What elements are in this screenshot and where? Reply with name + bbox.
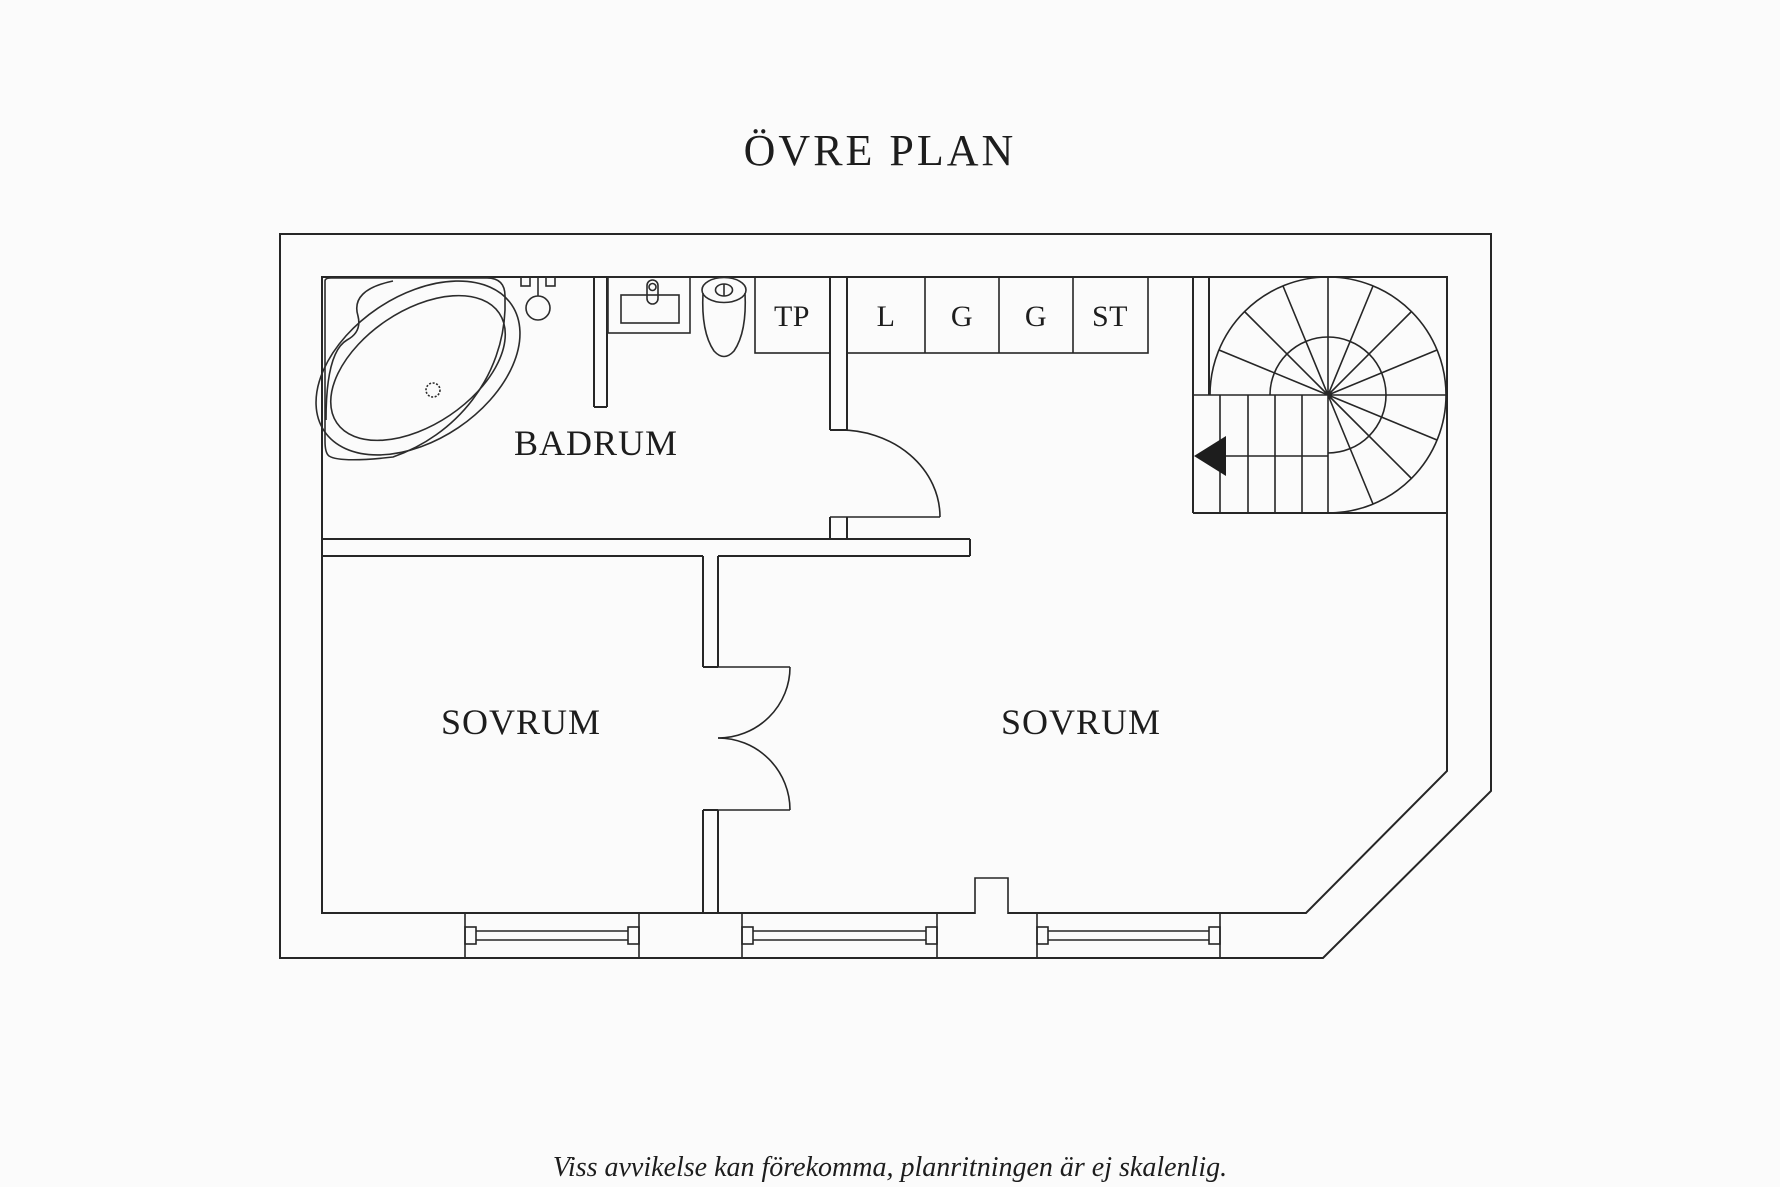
room-label-bathroom: BADRUM [514,423,678,463]
stair-direction-arrow-icon [1194,436,1226,476]
bedroom-double-door [717,666,791,811]
sink-basin [620,294,680,324]
closet-label-st: ST [1092,300,1128,333]
shower-head [525,295,551,321]
double-door-upper-leaf [717,666,791,739]
bathroom-bottom-wall [322,538,971,557]
page-title: ÖVRE PLAN [744,126,1017,175]
bathroom-door-stub [829,517,848,539]
closet-label-tp: TP [774,300,810,333]
sink-faucet-handle [648,282,657,292]
window-right [1036,913,1221,957]
sink-icon [607,276,691,334]
window-left-jamb-lines [464,913,640,957]
closet-label-g2: G [1025,300,1047,333]
window-middle-jamb-lines [741,913,938,957]
window-middle-endblock-a [741,926,754,945]
bathtub-basin-outer [315,280,521,456]
bathtub-drain [425,382,441,398]
window-middle-glazing [753,930,926,941]
shower-partition-wall [593,277,608,408]
bathroom-door [830,429,941,518]
outer-wall-outline [279,233,1492,959]
bathtub-rim-curve [325,280,394,421]
closet-row: TP L G G ST [754,276,1149,354]
sink-counter [607,276,691,334]
closet-dividers [924,277,1074,353]
toilet-tank [701,276,747,304]
window-left-endblock-b [627,926,640,945]
shower-icon [520,276,556,321]
stair-outer-arc [1209,276,1447,514]
window-left-endblock-a [464,926,477,945]
shower-valve-left [520,276,531,287]
window-middle [741,913,938,957]
bathroom-east-wall [829,277,848,431]
spiral-staircase [1193,276,1447,514]
window-right-glazing [1048,930,1209,941]
closet-tp-box [754,276,831,354]
closet-label-g1: G [951,300,973,333]
window-right-jamb-lines [1036,913,1221,957]
closet-group-box [846,276,1149,354]
bathroom-door-swing-arc [837,429,941,518]
bedroom-divider-wall [702,556,719,913]
toilet-icon [701,276,747,358]
interior-walls [322,277,1447,913]
window-right-endblock-b [1208,926,1221,945]
double-door-lower-leaf [717,737,791,811]
window-middle-endblock-b [925,926,938,945]
bathtub-basin-inner [329,294,507,442]
window-right-endblock-a [1036,926,1049,945]
room-label-bedroom-left: SOVRUM [441,702,601,742]
windows [464,913,1221,957]
bathtub-outline [324,277,506,461]
inner-wall-outline [321,276,1448,914]
toilet-bowl [701,292,747,358]
closet-label-l: L [877,300,896,333]
shower-valve-right [545,276,556,287]
sink-faucet [646,279,659,305]
window-left [464,913,640,957]
wall-duct-stub [974,877,1009,914]
window-left-glazing [476,930,628,941]
disclaimer-text: Viss avvikelse kan förekomma, planritnin… [553,1152,1227,1183]
bathtub-icon [315,277,521,461]
room-label-bedroom-right: SOVRUM [1001,702,1161,742]
